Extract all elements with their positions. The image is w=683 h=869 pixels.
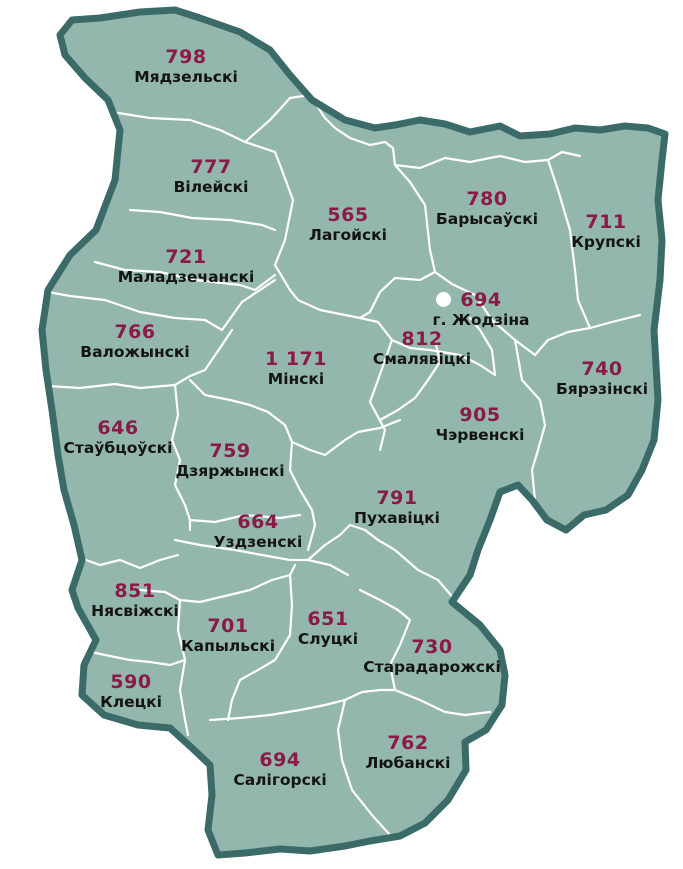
district-name: Бярэзінскі <box>555 380 649 398</box>
district-label-berazino: 740 Бярэзінскі <box>556 359 648 399</box>
district-name: Дзяржынскі <box>175 462 285 480</box>
district-value: 740 <box>581 358 623 380</box>
zhodzina-city-marker <box>436 292 451 307</box>
district-value: 565 <box>327 204 369 226</box>
district-label-zhodzina: 694 г. Жодзіна <box>432 290 529 330</box>
district-label-salihorsk: 694 Салігорскі <box>233 750 326 790</box>
district-value: 590 <box>110 671 152 693</box>
district-value: 694 <box>259 749 301 771</box>
district-label-stoubtsy: 646 Стаўбцоўскі <box>63 418 172 458</box>
district-label-dzyarzhynsk: 759 Дзяржынскі <box>175 441 284 481</box>
district-name: г. Жодзіна <box>432 311 530 329</box>
district-name: Маладзечанскі <box>117 268 255 286</box>
district-value: 701 <box>207 615 249 637</box>
region-outline <box>38 6 669 859</box>
district-value: 759 <box>209 440 251 462</box>
district-name: Клецкі <box>100 693 162 711</box>
district-name: Нясвіжскі <box>91 602 179 620</box>
district-value: 711 <box>585 211 627 233</box>
district-value: 664 <box>237 511 279 533</box>
district-value: 694 <box>460 289 502 311</box>
district-label-kletsk: 590 Клецкі <box>100 672 162 712</box>
district-value: 646 <box>97 417 139 439</box>
district-name: Чэрвенскі <box>435 426 525 444</box>
district-value: 762 <box>387 732 429 754</box>
district-label-lahoisk: 565 Лагойскі <box>309 205 387 245</box>
district-label-nyasvizh: 851 Нясвіжскі <box>91 581 179 621</box>
district-label-pukhavichy: 791 Пухавіцкі <box>354 488 440 528</box>
district-name: Капыльскі <box>180 637 276 655</box>
district-borders <box>46 93 642 837</box>
district-name: Лагойскі <box>309 226 387 244</box>
district-value: 798 <box>165 46 207 68</box>
district-label-myadzel: 798 Мядзельскі <box>134 47 238 87</box>
district-label-slutsk: 651 Слуцкі <box>298 609 358 649</box>
district-value: 777 <box>190 156 232 178</box>
district-value: 721 <box>165 246 207 268</box>
district-name: Старадарожскі <box>363 658 501 676</box>
district-label-krupki: 711 Крупскі <box>571 212 641 252</box>
district-label-vileika: 777 Вілейскі <box>174 157 249 197</box>
district-value: 905 <box>459 404 501 426</box>
district-name: Валожынскі <box>80 343 190 361</box>
district-name: Стаўбцоўскі <box>63 439 173 457</box>
district-name: Слуцкі <box>297 630 359 648</box>
district-name: Барысаўскі <box>435 210 539 228</box>
district-value: 1 171 <box>265 348 327 370</box>
district-name: Любанскі <box>365 754 451 772</box>
district-label-uzda: 664 Уздзенскі <box>214 512 303 552</box>
district-label-valozhyn: 766 Валожынскі <box>80 322 189 362</box>
district-name: Крупскі <box>571 233 641 251</box>
district-value: 651 <box>307 608 349 630</box>
district-label-minsk: 1 171 Мінскі <box>265 349 327 389</box>
district-name: Вілейскі <box>173 178 249 196</box>
district-label-staryya-darohi: 730 Старадарожскі <box>363 637 501 677</box>
district-name: Пухавіцкі <box>354 509 440 527</box>
district-label-kapyl: 701 Капыльскі <box>181 616 275 656</box>
district-label-smalyavichy: 812 Смалявіцкі <box>373 329 471 369</box>
district-label-maladzechna: 721 Маладзечанскі <box>118 247 255 287</box>
district-value: 766 <box>114 321 156 343</box>
district-name: Салігорскі <box>233 771 327 789</box>
district-label-barysau: 780 Барысаўскі <box>436 189 538 229</box>
district-name: Уздзенскі <box>213 533 303 551</box>
district-value: 812 <box>401 328 443 350</box>
district-value: 780 <box>466 188 508 210</box>
district-value: 730 <box>411 636 453 658</box>
district-name: Смалявіцкі <box>372 350 472 368</box>
district-label-lyuban: 762 Любанскі <box>366 733 451 773</box>
region-area <box>42 10 665 855</box>
district-name: Мядзельскі <box>134 68 238 86</box>
district-label-chervyen: 905 Чэрвенскі <box>436 405 525 445</box>
district-value: 791 <box>376 487 418 509</box>
district-value: 851 <box>114 580 156 602</box>
district-name: Мінскі <box>267 370 325 388</box>
